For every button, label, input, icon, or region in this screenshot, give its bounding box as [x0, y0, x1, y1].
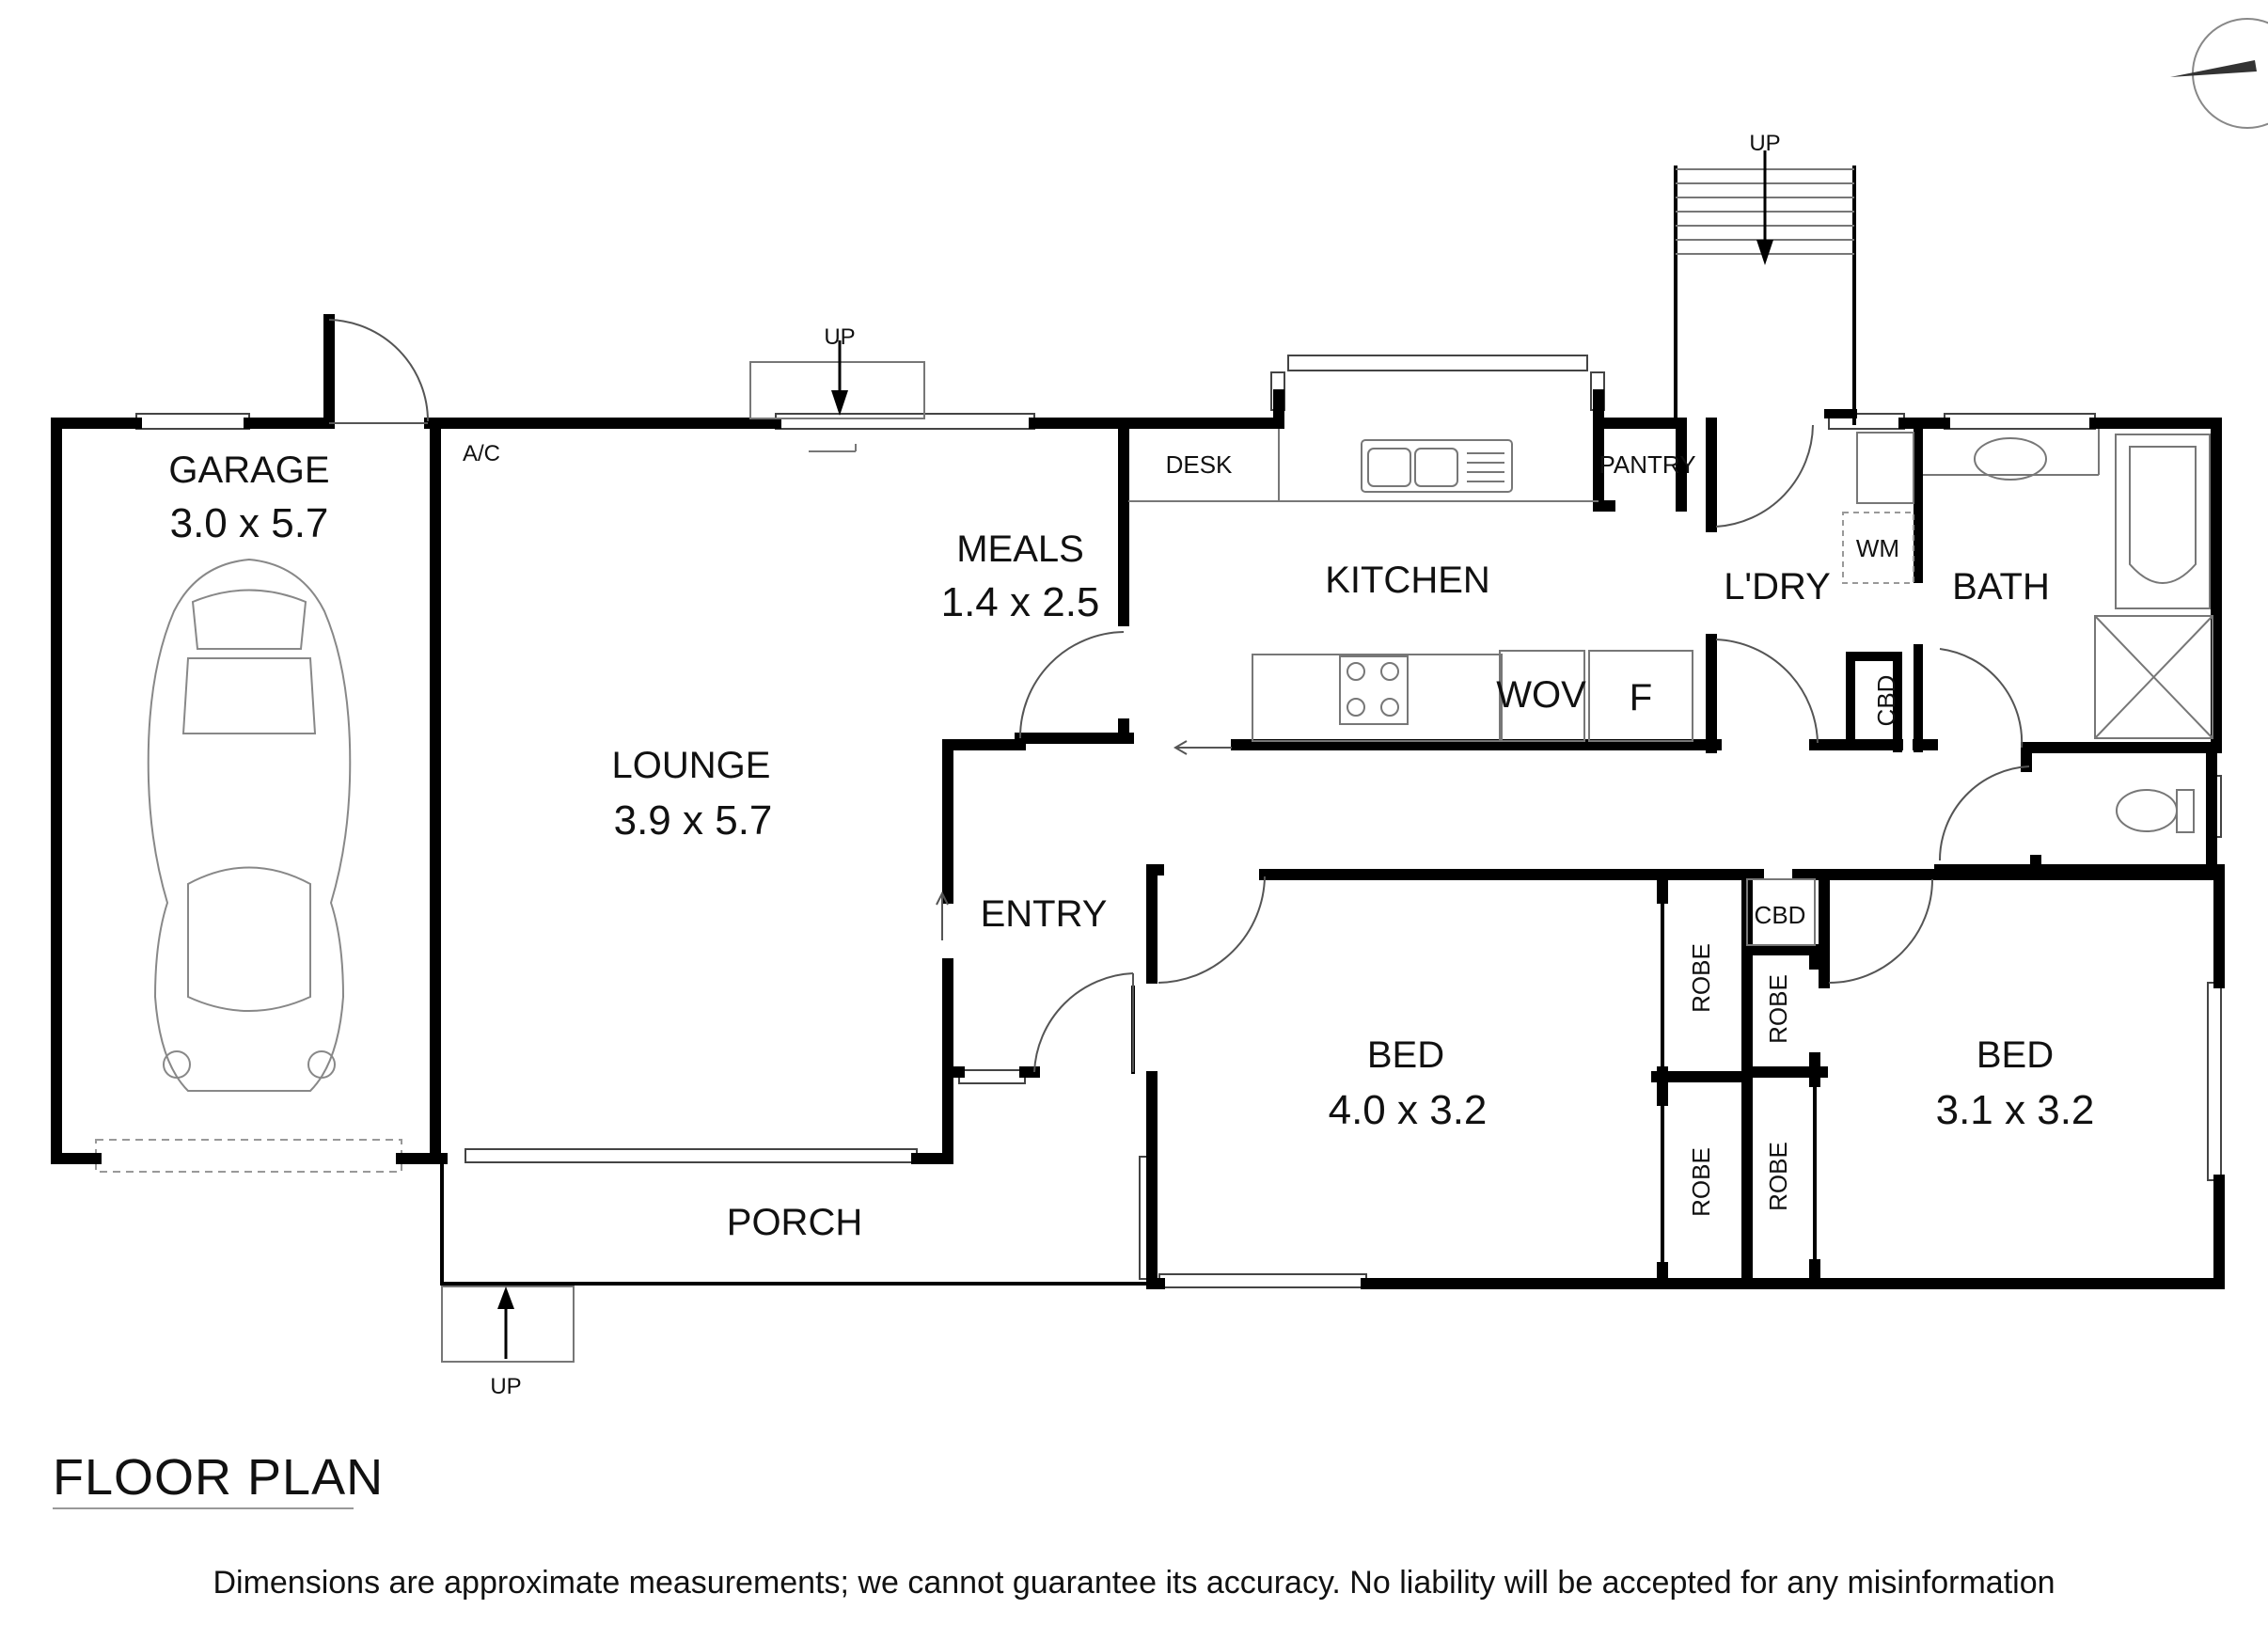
bath-name: BATH [1952, 566, 2050, 607]
plan-title: FLOOR PLAN [53, 1449, 385, 1506]
wov-label: WOV [1496, 674, 1586, 716]
bed2-size: 3.1 x 3.2 [1936, 1087, 2095, 1133]
kitchen-name: KITCHEN [1325, 560, 1490, 601]
laundry-name: L'DRY [1724, 566, 1831, 607]
stair-arrow-icon [1676, 150, 1854, 265]
garage-name: GARAGE [168, 450, 329, 491]
bed1-name: BED [1367, 1034, 1444, 1076]
cooktop-icon [1339, 655, 1409, 725]
desk-label: DESK [1166, 450, 1233, 479]
fridge-label: F [1630, 677, 1652, 718]
title-underline [53, 1507, 354, 1509]
up-label-laundry: UP [1749, 131, 1780, 156]
entry-name: ENTRY [981, 893, 1108, 935]
basin-icon [1974, 437, 2047, 481]
sink-icon [1361, 439, 1513, 493]
robe-label-3: ROBE [1687, 1147, 1715, 1217]
pantry-label: PANTRY [1599, 450, 1695, 479]
robe-label-1: ROBE [1687, 943, 1715, 1013]
bed1-size: 4.0 x 3.2 [1329, 1087, 1488, 1133]
ac-label: A/C [463, 441, 500, 466]
bathtub-icon [2115, 434, 2211, 609]
wm-label: WM [1856, 534, 1899, 562]
robe-label-4: ROBE [1764, 1142, 1792, 1211]
cbd-hall-label: CBD [1755, 901, 1806, 929]
lounge-name: LOUNGE [612, 745, 771, 786]
fixtures [328, 150, 2213, 1363]
room-labels: GARAGE 3.0 x 5.7 A/C UP LOUNGE 3.9 x 5.7… [168, 131, 2094, 1399]
toilet-icon [2116, 789, 2195, 833]
porch-name: PORCH [727, 1202, 862, 1243]
bed2-name: BED [1977, 1034, 2054, 1076]
car-icon [147, 558, 352, 1092]
cbd-laundry-label: CBD [1872, 675, 1900, 727]
compass-icon [2170, 18, 2268, 129]
up-label-porch: UP [490, 1374, 521, 1399]
windows [95, 355, 2222, 1288]
garage-size: 3.0 x 5.7 [170, 500, 329, 546]
shower-icon [2094, 615, 2213, 739]
up-label-lounge: UP [824, 324, 855, 350]
meals-size: 1.4 x 2.5 [941, 579, 1100, 625]
meals-name: MEALS [956, 529, 1084, 570]
disclaimer-text: Dimensions are approximate measurements;… [213, 1565, 2055, 1601]
lounge-size: 3.9 x 5.7 [614, 797, 773, 844]
robe-label-2: ROBE [1764, 974, 1792, 1044]
